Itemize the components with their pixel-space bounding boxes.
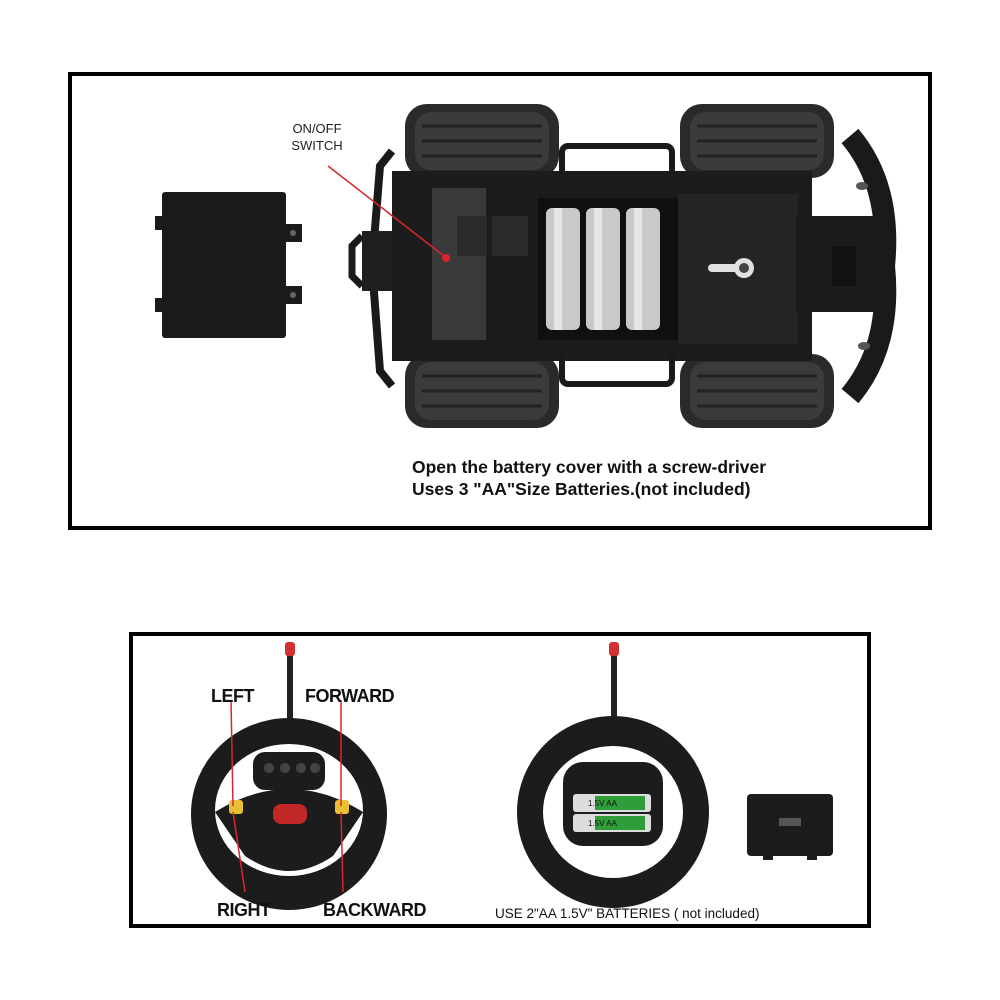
front-left-wheel bbox=[405, 104, 559, 178]
front-right-wheel bbox=[405, 354, 559, 428]
car-chassis bbox=[348, 104, 897, 428]
car-underside-illustration bbox=[155, 104, 897, 428]
antenna-tip-left bbox=[285, 642, 295, 656]
aa-battery-2 bbox=[586, 208, 620, 330]
left-pointer-line bbox=[230, 699, 234, 807]
right-pointer-line bbox=[232, 811, 246, 893]
label-left: LEFT bbox=[211, 686, 255, 706]
switch-label-line1: ON/OFF bbox=[292, 121, 342, 136]
left-trigger bbox=[229, 800, 243, 814]
aa-battery-3 bbox=[626, 208, 660, 330]
aa-battery-1 bbox=[546, 208, 580, 330]
backward-pointer-line bbox=[340, 811, 344, 893]
remote-back: 1.5V AA 1.5V AA bbox=[517, 642, 709, 908]
remote-control-panel: 1.5V AA 1.5V AA LEFT FORWARD RIGHT BACKW… bbox=[129, 632, 871, 928]
battery-label-2: 1.5V AA bbox=[588, 819, 618, 828]
caption-line2: Uses 3 "AA"Size Batteries.(not included) bbox=[412, 479, 751, 499]
label-right: RIGHT bbox=[217, 900, 271, 920]
rear-right-wheel bbox=[680, 354, 834, 428]
right-trigger bbox=[335, 800, 349, 814]
antenna-right bbox=[611, 650, 617, 760]
battery-note: USE 2"AA 1.5V" BATTERIES ( not included) bbox=[495, 906, 760, 921]
switch-label-line2: SWITCH bbox=[291, 138, 343, 153]
antenna-left bbox=[287, 650, 293, 760]
car-caption: Open the battery cover with a screw-driv… bbox=[412, 456, 766, 500]
antenna-tip-right bbox=[609, 642, 619, 656]
caption-line1: Open the battery cover with a screw-driv… bbox=[412, 457, 767, 477]
remote-logo bbox=[273, 804, 307, 824]
remote-control-illustration: 1.5V AA 1.5V AA bbox=[191, 642, 833, 910]
remote-battery-cover bbox=[747, 794, 833, 860]
label-forward: FORWARD bbox=[305, 686, 395, 706]
rear-left-wheel bbox=[680, 104, 834, 178]
label-backward: BACKWARD bbox=[323, 900, 427, 920]
switch-pointer-line bbox=[327, 165, 445, 257]
on-off-switch-label: ON/OFF SWITCH bbox=[272, 120, 362, 154]
battery-cover bbox=[155, 192, 302, 338]
remote-front bbox=[191, 642, 387, 910]
on-off-switch-marker bbox=[442, 254, 450, 262]
battery-label-1: 1.5V AA bbox=[588, 799, 618, 808]
battery-screw-icon bbox=[708, 258, 754, 278]
car-battery-panel: ON/OFF SWITCH Open the battery cover wit… bbox=[68, 72, 932, 530]
